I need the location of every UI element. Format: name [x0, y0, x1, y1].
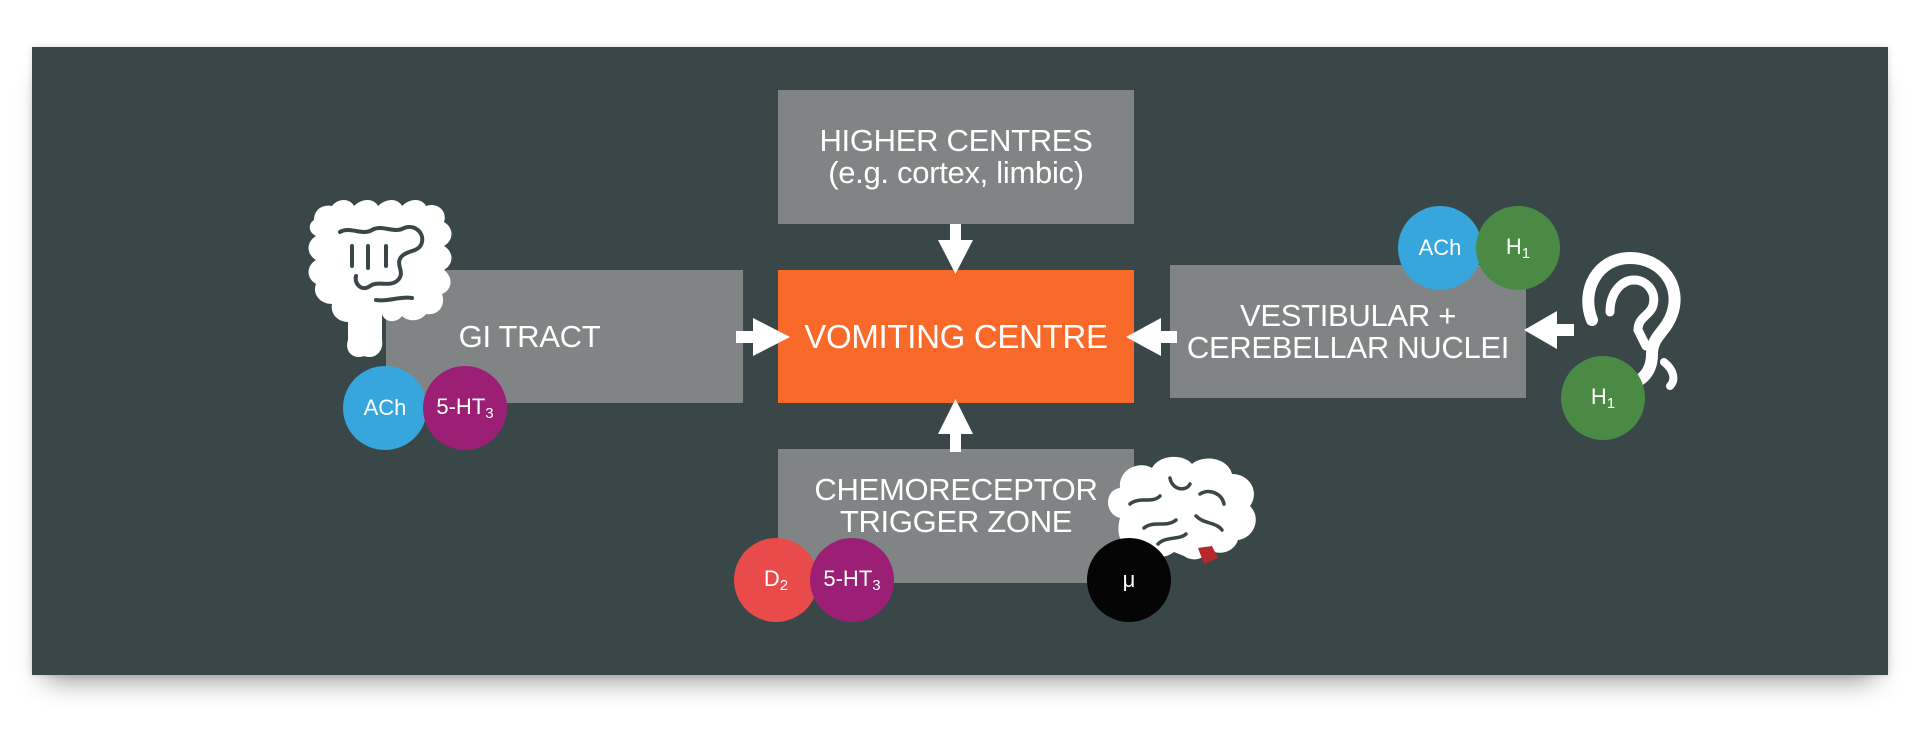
ear-h1-receptor: H1 [1561, 356, 1645, 440]
vestibular-h1-label: H1 [1505, 234, 1531, 262]
ctz-5ht3-receptor: 5-HT3 [810, 538, 894, 622]
ctz-5ht3-label: 5-HT3 [823, 566, 881, 594]
higher-centres-box: HIGHER CENTRES (e.g. cortex, limbic) [778, 90, 1134, 224]
vomiting-centre-label: VOMITING CENTRE [804, 317, 1108, 355]
gi-ach-receptor: ACh [343, 366, 427, 450]
ctz-d2-label: D2 [763, 566, 789, 594]
gi-tract-label: GI TRACT [458, 318, 601, 354]
vomiting-centre-box: VOMITING CENTRE [778, 270, 1134, 403]
vestibular-ach-receptor: ACh [1398, 206, 1482, 290]
gi-ach-label: ACh [363, 395, 407, 420]
vestibular-ach-label: ACh [1418, 235, 1462, 260]
brain-mu-receptor: μ [1087, 538, 1171, 622]
higher-centres-title: HIGHER CENTRES [819, 123, 1093, 158]
ear-arrow-left-icon [1524, 311, 1574, 349]
ctz-d2-receptor: D2 [734, 538, 818, 622]
vestibular-line1: VESTIBULAR + [1239, 297, 1457, 333]
ctz-line1: CHEMORECEPTOR [814, 472, 1098, 507]
higher-centres-subtitle: (e.g. cortex, limbic) [828, 155, 1084, 190]
vestibular-h1-receptor: H1 [1476, 206, 1560, 290]
gi-5ht3-label: 5-HT3 [436, 394, 494, 422]
arrow-up-icon [938, 399, 973, 452]
arrow-right-icon [736, 318, 790, 356]
ctz-box: CHEMORECEPTOR TRIGGER ZONE [778, 449, 1134, 583]
arrow-left-icon [1126, 318, 1177, 356]
brain-icon [1108, 456, 1256, 564]
vestibular-line2: CEREBELLAR NUCLEI [1186, 329, 1510, 365]
brain-mu-label: μ [1122, 567, 1136, 592]
gi-5ht3-receptor: 5-HT3 [423, 366, 507, 450]
ear-icon [1582, 251, 1681, 390]
arrow-down-icon [938, 224, 973, 274]
ear-h1-label: H1 [1590, 384, 1616, 412]
vestibular-box: VESTIBULAR + CEREBELLAR NUCLEI [1170, 265, 1526, 398]
intestine-icon [308, 200, 452, 358]
ctz-line2: TRIGGER ZONE [839, 504, 1073, 539]
